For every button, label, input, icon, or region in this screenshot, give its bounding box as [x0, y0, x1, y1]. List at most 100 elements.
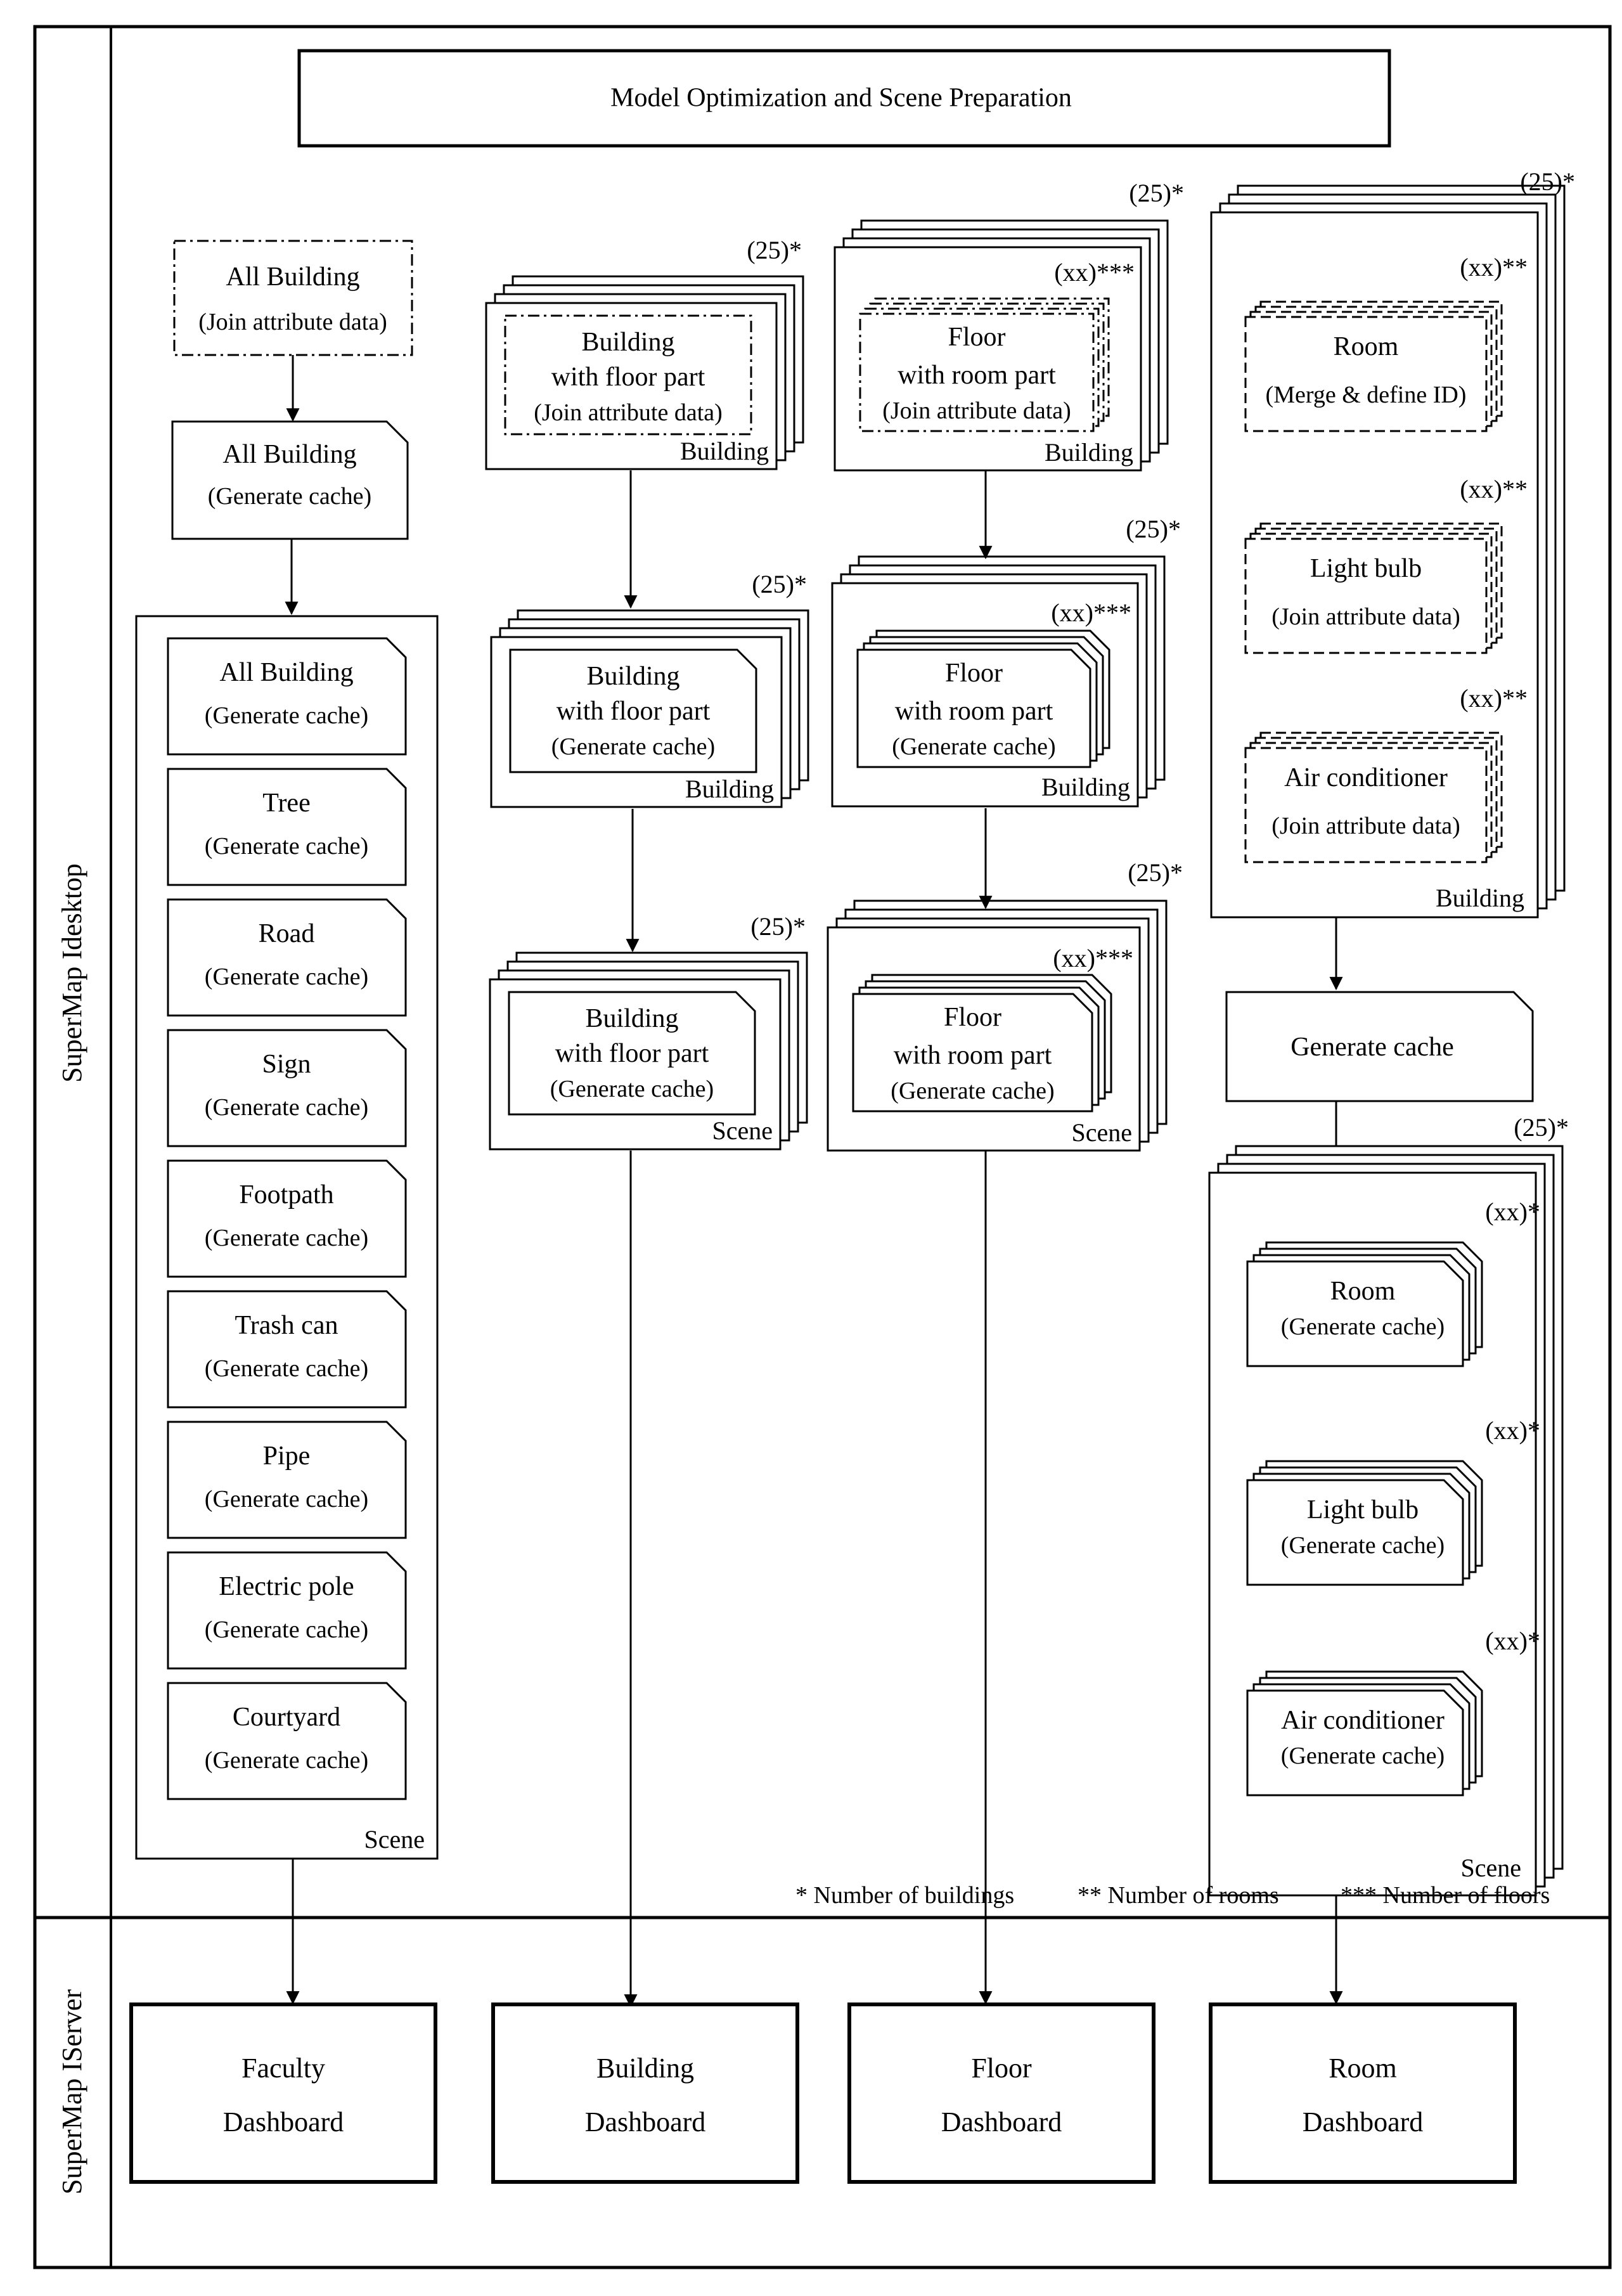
col2-inner-box [509, 648, 757, 773]
col3-stack-count: (25)* [1126, 515, 1181, 543]
col1-item-box [167, 637, 407, 756]
col1-item-sub: (Generate cache) [205, 964, 368, 990]
col2-inner-line2: with floor part [551, 363, 705, 392]
dashboard-box [1209, 2003, 1517, 2184]
col1-item-sub: (Generate cache) [205, 1616, 368, 1643]
col4-bottom-item-title: Room [1330, 1277, 1396, 1306]
col3-stack-label: Scene [1071, 1118, 1132, 1147]
col4-bottom-item-count: (xx)* [1485, 1416, 1540, 1445]
col2-inner-line1: Building [581, 328, 674, 357]
col3-inner-count: (xx)*** [1053, 944, 1133, 972]
col1-item-title: Tree [262, 789, 310, 818]
col1-item-box [167, 1551, 407, 1670]
col3-stack-label: Building [1041, 773, 1130, 801]
col1-item-box [167, 768, 407, 886]
col3-inner-line3: (Join attribute data) [882, 397, 1071, 424]
header-title: Model Optimization and Scene Preparation [610, 84, 1072, 113]
col1-item-title: Courtyard [233, 1703, 340, 1732]
col4-bottom-items: (xx)* Room (Generate cache) (xx)* Light bulb… [1246, 1197, 1540, 1796]
col4-top-item-title: Light bulb [1310, 554, 1422, 583]
col2-inner-line2: with floor part [555, 1039, 709, 1068]
col1-item-box [167, 1421, 407, 1539]
col4-bottom-item-box [1246, 1260, 1464, 1367]
col4-bottom-item-count: (xx)* [1485, 1627, 1540, 1655]
col1-scene-label: Scene [364, 1825, 425, 1854]
col2-stack-count: (25)* [747, 236, 802, 264]
col3-stack-count: (25)* [1128, 858, 1183, 887]
col4-bottom-item-box [1246, 1689, 1464, 1796]
col4-top-count: (25)* [1520, 167, 1575, 196]
dashboard-box [847, 2003, 1155, 2184]
dashboard-line1: Faculty [241, 2053, 325, 2084]
col4-top-item-sub: (Merge & define ID) [1266, 382, 1467, 408]
col4-top-items: (xx)** Room (Merge & define ID) (xx)** Light… [1244, 253, 1528, 863]
col4-bottom-item-sub: (Generate cache) [1281, 1743, 1445, 1769]
col1-item-title: Pipe [263, 1441, 311, 1471]
col1-item-title: Footpath [239, 1180, 333, 1209]
col3-inner-count: (xx)*** [1054, 258, 1135, 287]
col3-inner-line2: with room part [895, 697, 1053, 726]
col3-stacks: (25)* (xx)*** Floor with room part (Join att… [827, 179, 1184, 1152]
col2-inner-line3: (Generate cache) [551, 733, 715, 760]
col3-inner-line3: (Generate cache) [891, 1078, 1054, 1104]
lane-label-desktop: SuperMap Idesktop [56, 863, 87, 1083]
col4-top-item-count: (xx)** [1460, 684, 1528, 713]
footnote-rooms: ** Number of rooms [1078, 1882, 1279, 1909]
col4-generate-cache-box [1225, 991, 1534, 1102]
lane-label-server: SuperMap IServer [56, 1989, 87, 2195]
col4-bottom-label: Scene [1460, 1854, 1521, 1882]
col2-inner-line1: Building [585, 1004, 678, 1033]
dashboard-line2: Dashboard [585, 2106, 706, 2138]
col1-cache-box [171, 420, 409, 540]
col4-top-item-box [1244, 747, 1488, 863]
col3-inner-box [852, 993, 1093, 1113]
footnote-buildings: * Number of buildings [795, 1882, 1014, 1909]
col2-stack-label: Building [685, 775, 774, 803]
col4-bottom-item-sub: (Generate cache) [1281, 1313, 1445, 1340]
col4-top-item-box [1244, 316, 1488, 432]
col1-item-box [167, 1159, 407, 1278]
col4-bottom-item-box [1246, 1479, 1464, 1586]
dashboard-line1: Building [596, 2053, 694, 2084]
col2-stack-count: (25)* [752, 570, 807, 598]
col4-bottom-count: (25)* [1514, 1113, 1569, 1142]
col1-item-sub: (Generate cache) [205, 1747, 368, 1774]
footnote-floors: *** Number of floors [1341, 1882, 1550, 1909]
col4-top-item-count: (xx)** [1460, 475, 1528, 503]
col4-bottom-item-sub: (Generate cache) [1281, 1532, 1445, 1559]
col2-stack-label: Scene [712, 1116, 773, 1145]
col1-item-sub: (Generate cache) [205, 1225, 368, 1251]
col4-bottom-item-title: Light bulb [1307, 1495, 1419, 1525]
col1-item-box [167, 1290, 407, 1409]
col2-inner-line3: (Generate cache) [550, 1076, 714, 1102]
col4-top-item-title: Room [1334, 332, 1399, 361]
col3-inner-line1: Floor [948, 323, 1005, 352]
dashboard-line2: Dashboard [941, 2106, 1062, 2138]
col3-inner-line1: Floor [944, 1003, 1001, 1032]
col1-item-title: All Building [219, 658, 353, 687]
col2-inner-box [504, 314, 752, 435]
col1-item-sub: (Generate cache) [205, 1486, 368, 1512]
col2-inner-line2: with floor part [557, 697, 711, 726]
col1-item-sub: (Generate cache) [205, 1355, 368, 1382]
col2-stack-label: Building [680, 437, 769, 465]
col1-cache-sub: (Generate cache) [208, 483, 371, 510]
col2-inner-line1: Building [586, 662, 679, 691]
col3-inner-line1: Floor [945, 659, 1003, 688]
col1-item-title: Sign [262, 1050, 311, 1079]
dashboard-line1: Floor [971, 2053, 1032, 2084]
col4-generate-cache-label: Generate cache [1291, 1033, 1454, 1062]
col1-item-title: Road [259, 919, 315, 948]
col2-inner-line3: (Join attribute data) [534, 399, 723, 426]
col1-item-title: Electric pole [219, 1572, 354, 1601]
dashboard-line2: Dashboard [1303, 2106, 1424, 2138]
col3-inner-line3: (Generate cache) [892, 733, 1055, 760]
col1-item-title: Trash can [235, 1311, 338, 1340]
col1-join-box [173, 240, 413, 356]
col1-item-sub: (Generate cache) [205, 833, 368, 860]
col4-top-item-count: (xx)** [1460, 253, 1528, 281]
col3-inner-count: (xx)*** [1051, 598, 1131, 627]
col2-stack-count: (25)* [750, 912, 806, 941]
col1-join-title: All Building [226, 262, 359, 292]
